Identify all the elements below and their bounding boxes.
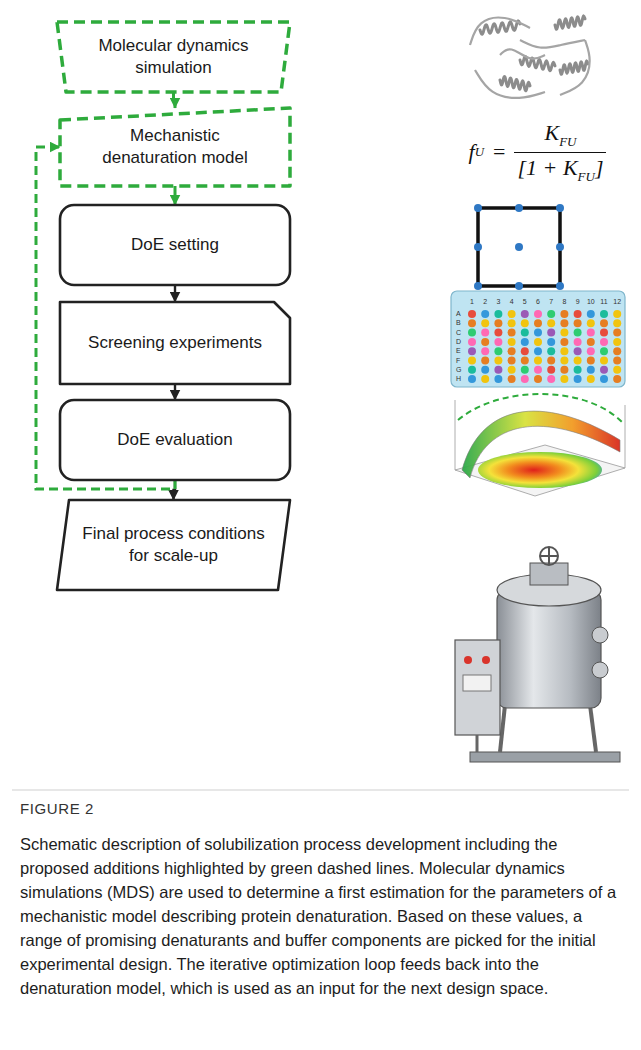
step-outline <box>57 500 290 590</box>
step-label: Screening experiments <box>88 332 262 354</box>
formula-symbol: ] <box>595 155 604 180</box>
denominator: [1 + KFU] <box>514 155 606 185</box>
formula-subscript: FU <box>578 169 595 184</box>
figure-caption: Schematic description of solubilization … <box>20 832 620 1000</box>
step-label: DoE evaluation <box>117 429 232 451</box>
response-surface-plot <box>455 394 625 496</box>
text-area: DoE setting <box>60 205 290 285</box>
column-number: 1 <box>470 298 474 306</box>
column-number: 8 <box>562 298 566 306</box>
process-step: Final process conditions for scale-up <box>57 500 290 590</box>
fraction-bar <box>514 152 606 153</box>
row-letter: G <box>456 366 461 374</box>
bioreactor <box>455 547 620 762</box>
formula-symbol: [1 + K <box>517 155 577 180</box>
text-area: Molecular dynamics simulation <box>57 22 290 92</box>
row-letter: C <box>456 329 461 337</box>
row-letter: E <box>456 347 461 355</box>
row-letter: H <box>456 375 461 383</box>
process-step: DoE evaluation <box>60 400 290 480</box>
flow-arrow <box>174 384 176 400</box>
proposed-step: Molecular dynamics simulation <box>57 22 290 92</box>
flow-arrow <box>174 285 176 302</box>
step-outline <box>60 108 290 186</box>
step-label: DoE setting <box>131 234 219 256</box>
row-letter: B <box>456 319 461 327</box>
protein-structure <box>470 16 590 98</box>
row-letter: D <box>456 338 461 346</box>
step-outline <box>57 22 290 92</box>
column-number: 5 <box>523 298 527 306</box>
formula-fraction: KFU[1 + KFU] <box>514 120 606 185</box>
text-area: DoE evaluation <box>60 400 290 480</box>
process-step: Screening experiments <box>60 302 290 384</box>
text-area: Mechanistic denaturation model <box>60 108 290 186</box>
column-number: 9 <box>576 298 580 306</box>
flow-arrow <box>174 92 176 108</box>
column-number: 6 <box>536 298 540 306</box>
flow-arrow <box>174 186 177 205</box>
step-label: Mechanistic denaturation model <box>84 125 266 169</box>
step-label: Molecular dynamics simulation <box>81 35 266 79</box>
row-letter: A <box>456 310 461 318</box>
doe-design-square <box>474 204 564 290</box>
caption-rule <box>12 790 629 791</box>
formula-symbol: K <box>544 120 559 145</box>
column-number: 7 <box>549 298 553 306</box>
formula-subscript: U <box>475 144 484 160</box>
column-number: 4 <box>510 298 514 306</box>
column-number: 12 <box>613 298 621 306</box>
column-number: 3 <box>496 298 500 306</box>
proposed-step: Mechanistic denaturation model <box>60 108 290 186</box>
formula-operator: = <box>493 139 505 165</box>
column-number: 2 <box>483 298 487 306</box>
denaturation-formula: fU=KFU[1 + KFU] <box>440 112 635 192</box>
column-number: 10 <box>587 298 595 306</box>
text-area: Screening experiments <box>60 302 290 384</box>
process-step: DoE setting <box>60 205 290 285</box>
figure-number: FIGURE 2 <box>20 800 94 817</box>
text-area: Final process conditions for scale-up <box>57 500 290 590</box>
column-number: 11 <box>600 298 607 306</box>
formula-symbol: f <box>469 139 475 165</box>
step-label: Final process conditions for scale-up <box>81 523 266 567</box>
row-letter: F <box>456 357 460 365</box>
formula-subscript: FU <box>559 134 576 149</box>
well-plate <box>451 291 625 387</box>
numerator: KFU <box>541 120 579 150</box>
